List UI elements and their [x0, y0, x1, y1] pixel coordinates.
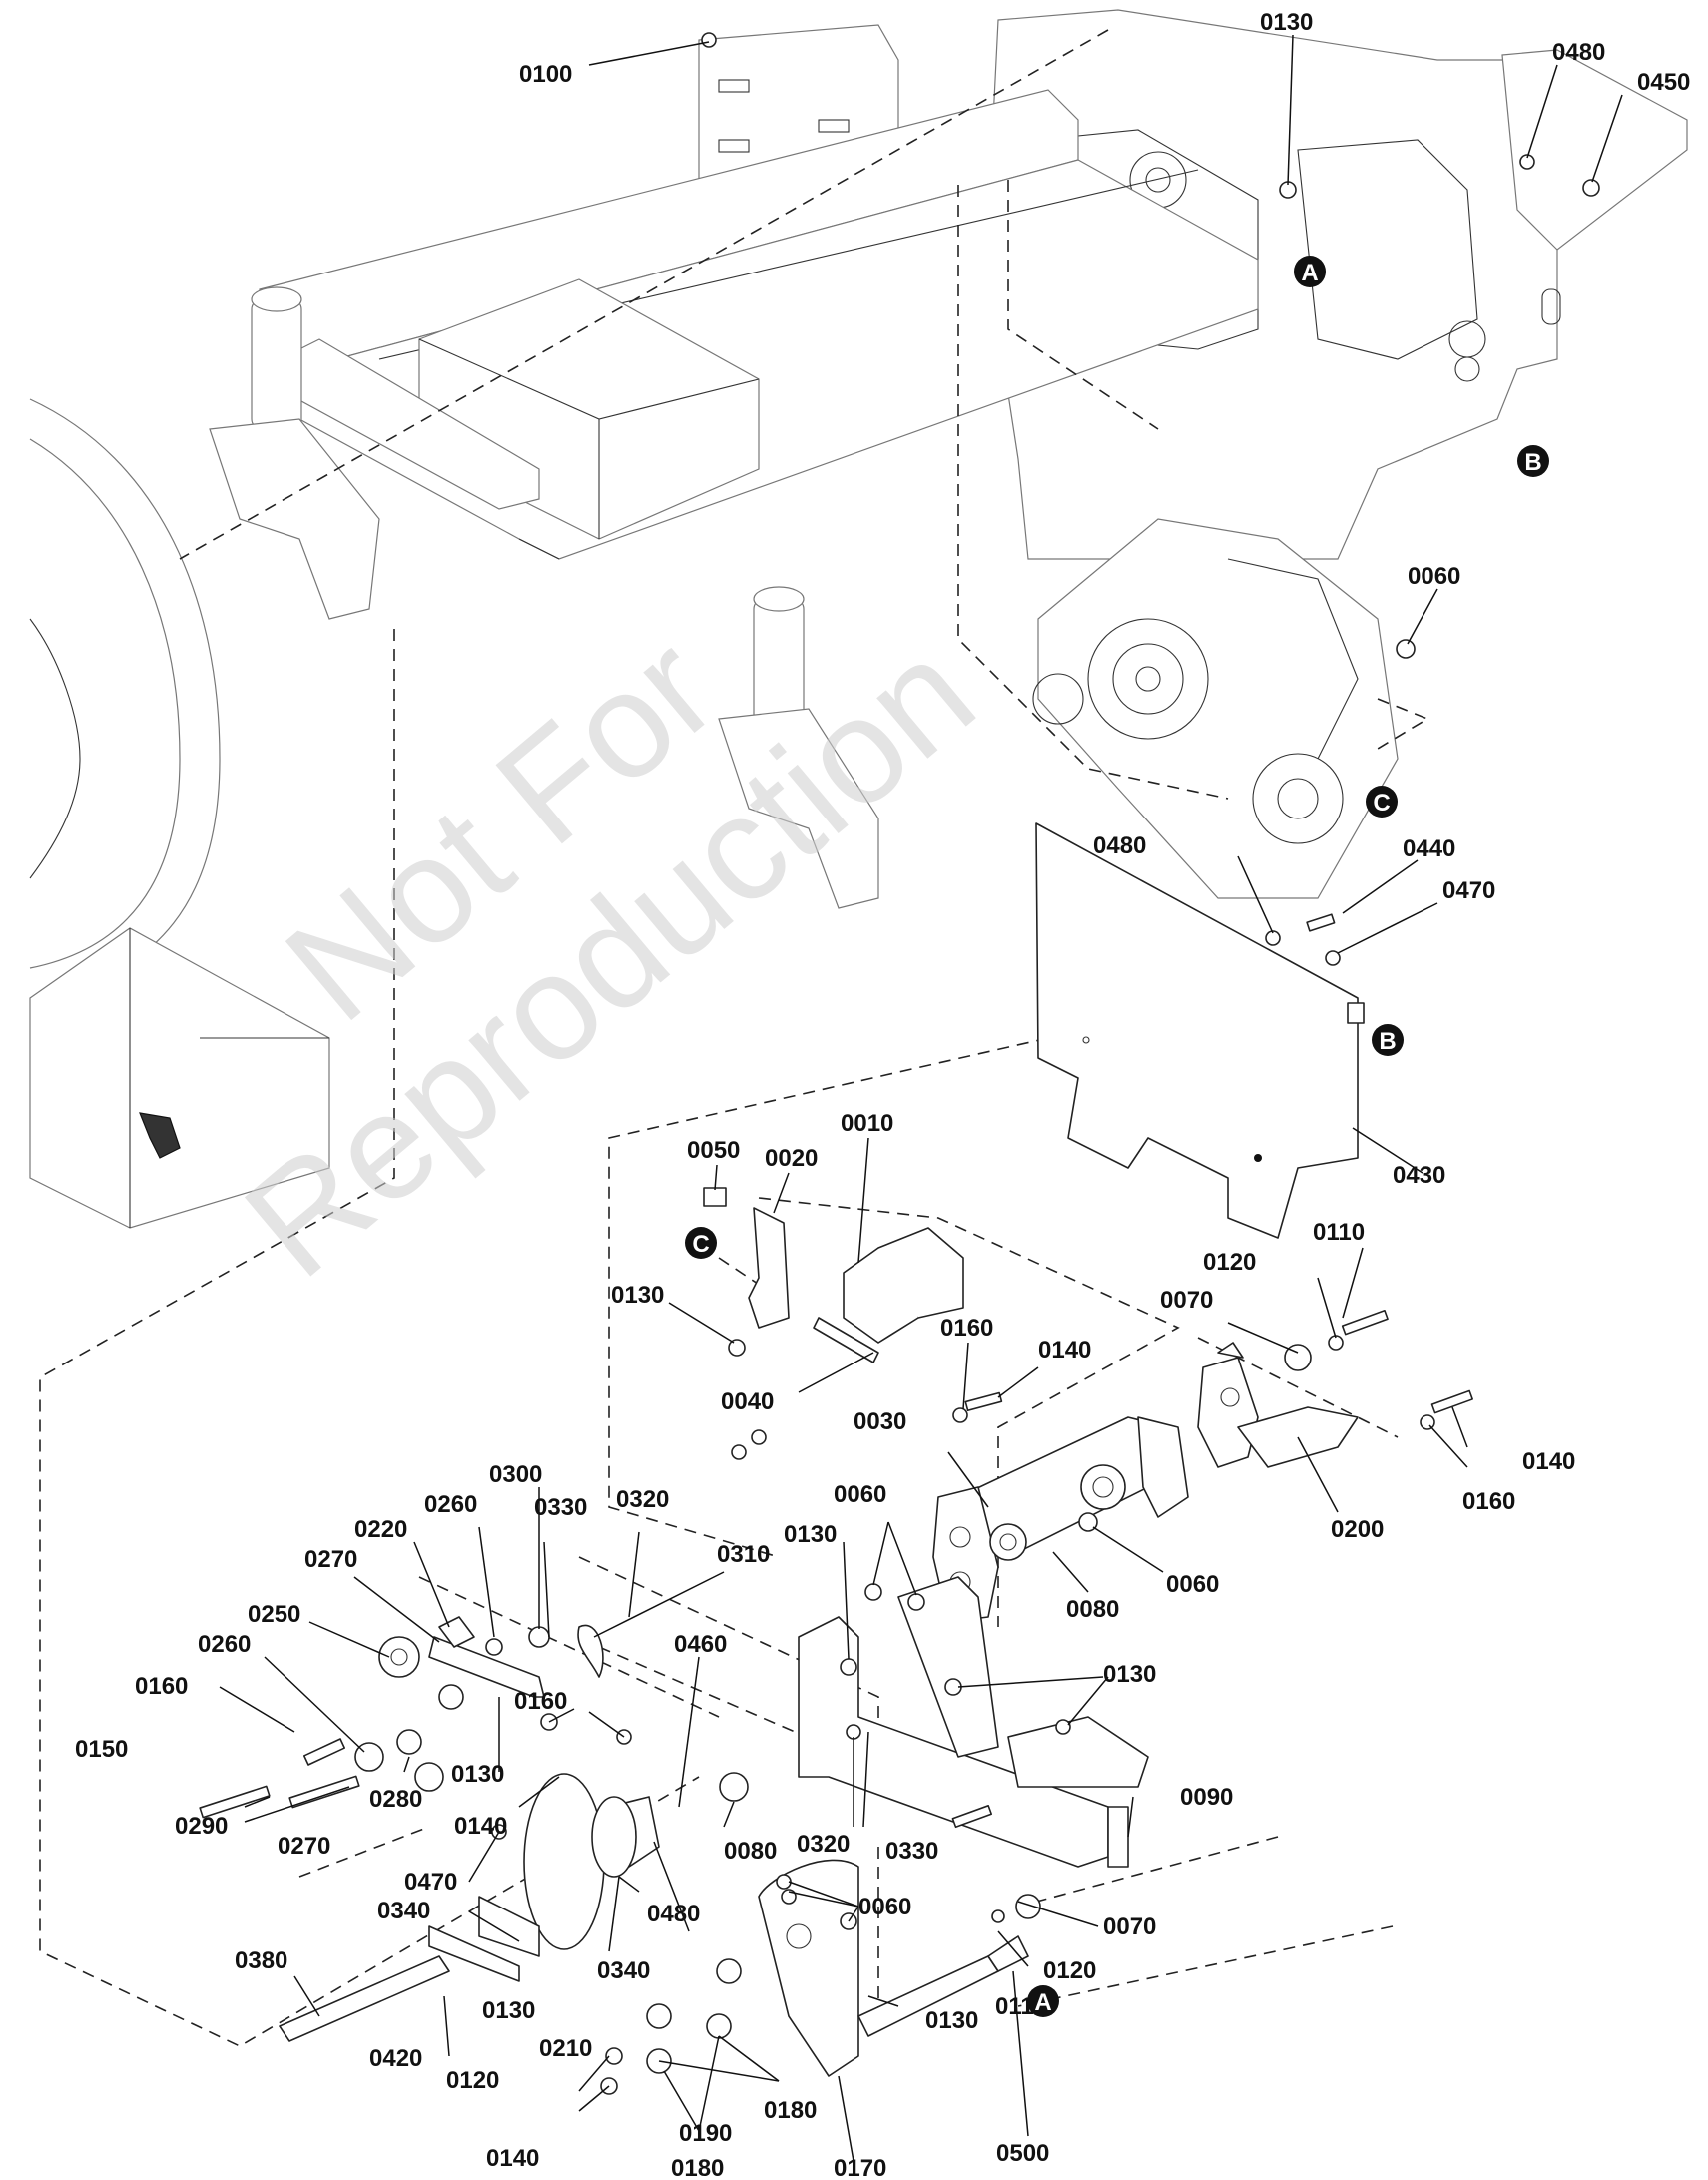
callout-0120: 0120 — [1043, 1957, 1096, 1984]
callout-0270: 0270 — [278, 1833, 330, 1860]
marker-c: C — [685, 1227, 717, 1259]
callout-0140: 0140 — [1522, 1448, 1575, 1475]
svg-text:C: C — [692, 1231, 709, 1258]
callout-0180: 0180 — [671, 2155, 724, 2180]
hardware — [491, 32, 1600, 1930]
callout-0340: 0340 — [597, 1957, 650, 1984]
callout-0160: 0160 — [135, 1673, 188, 1700]
callout-0070: 0070 — [1160, 1287, 1213, 1314]
mounting-plate — [798, 1576, 1149, 1868]
callout-0120: 0120 — [1203, 1249, 1256, 1276]
callout-0060: 0060 — [858, 1894, 911, 1920]
svg-text:B: B — [1379, 1028, 1396, 1055]
callout-0220: 0220 — [354, 1516, 407, 1543]
callout-0080: 0080 — [724, 1838, 777, 1865]
callout-0020: 0020 — [765, 1145, 818, 1172]
callout-0200: 0200 — [1331, 1516, 1384, 1543]
sector-gear — [600, 1859, 1029, 2095]
callout-0480: 0480 — [647, 1901, 700, 1927]
upper-brackets — [703, 1187, 964, 1363]
callout-0140: 0140 — [1038, 1337, 1091, 1363]
callout-0080: 0080 — [1066, 1596, 1119, 1623]
marker-b: B — [1372, 1024, 1404, 1056]
callout-0190: 0190 — [679, 2120, 732, 2147]
svg-text:A: A — [1301, 260, 1318, 286]
callout-0330: 0330 — [534, 1494, 587, 1521]
callout-0050: 0050 — [687, 1137, 740, 1164]
callout-0100: 0100 — [519, 61, 572, 88]
callout-0130: 0130 — [925, 2007, 978, 2034]
marker-c: C — [1366, 786, 1398, 818]
callout-0180: 0180 — [764, 2097, 817, 2124]
callout-0480: 0480 — [1093, 832, 1146, 859]
callout-0110: 0110 — [1313, 1219, 1365, 1246]
callout-0310: 0310 — [717, 1541, 770, 1568]
marker-b: B — [1517, 445, 1549, 477]
callout-0340: 0340 — [377, 1898, 430, 1924]
callout-0160: 0160 — [940, 1315, 993, 1342]
callout-0460: 0460 — [674, 1631, 727, 1658]
callout-0330: 0330 — [885, 1838, 938, 1865]
callout-0060: 0060 — [1408, 563, 1460, 590]
callout-0160: 0160 — [514, 1688, 567, 1715]
callout-0250: 0250 — [248, 1601, 300, 1628]
callout-0140: 0140 — [486, 2145, 539, 2172]
callout-0260: 0260 — [424, 1491, 477, 1518]
callout-0290: 0290 — [175, 1813, 228, 1840]
callout-0170: 0170 — [834, 2155, 886, 2180]
callout-0320: 0320 — [616, 1486, 669, 1513]
callout-0160: 0160 — [1462, 1488, 1515, 1515]
callout-0270: 0270 — [304, 1546, 357, 1573]
deflector-shield — [1035, 822, 1365, 1239]
callout-0260: 0260 — [198, 1631, 251, 1658]
callout-0060: 0060 — [834, 1481, 886, 1508]
callout-0010: 0010 — [841, 1110, 893, 1137]
callout-0130: 0130 — [451, 1761, 504, 1788]
callout-0070: 0070 — [1103, 1913, 1156, 1940]
callout-0140: 0140 — [454, 1813, 507, 1840]
callout-0470: 0470 — [1442, 877, 1495, 904]
callout-0130: 0130 — [611, 1282, 664, 1309]
callout-0090: 0090 — [1180, 1784, 1233, 1811]
callout-labels: 0100 0130 0480 0450 0060 0480 0440 0470 … — [75, 9, 1690, 2180]
marker-a: A — [1294, 256, 1326, 287]
svg-text:A: A — [1034, 1989, 1051, 2016]
callout-0430: 0430 — [1393, 1162, 1445, 1189]
callout-0380: 0380 — [235, 1947, 287, 1974]
mower-deck-housing — [29, 398, 330, 1229]
svg-text:C: C — [1373, 790, 1390, 817]
callout-0420: 0420 — [369, 2045, 422, 2072]
cross-shaft-assembly — [932, 1416, 1189, 1623]
callout-0320: 0320 — [797, 1831, 850, 1858]
callout-0480: 0480 — [1552, 39, 1605, 66]
tractor-frame — [209, 9, 1688, 909]
callout-0130: 0130 — [1260, 9, 1313, 36]
marker-a: A — [1027, 1985, 1059, 2017]
callout-leaders — [219, 34, 1623, 2162]
callout-0210: 0210 — [539, 2035, 592, 2062]
brake-disc-gear — [279, 1773, 660, 2042]
svg-text:B: B — [1524, 449, 1541, 476]
callout-0060: 0060 — [1166, 1571, 1219, 1598]
callout-0470: 0470 — [404, 1869, 457, 1896]
lever-linkage — [199, 1616, 604, 1819]
callout-0150: 0150 — [75, 1736, 128, 1763]
reference-markers: A B C B C A — [685, 256, 1549, 2017]
callout-0500: 0500 — [996, 2140, 1049, 2167]
callout-0030: 0030 — [854, 1408, 906, 1435]
callout-0130: 0130 — [1103, 1661, 1156, 1688]
callout-0440: 0440 — [1403, 835, 1455, 862]
callout-0280: 0280 — [369, 1786, 422, 1813]
callout-0450: 0450 — [1637, 69, 1690, 96]
callout-0120: 0120 — [446, 2067, 499, 2094]
callout-0040: 0040 — [721, 1388, 774, 1415]
callout-0130: 0130 — [482, 1997, 535, 2024]
callout-0130: 0130 — [784, 1521, 837, 1548]
callout-0300: 0300 — [489, 1461, 542, 1488]
